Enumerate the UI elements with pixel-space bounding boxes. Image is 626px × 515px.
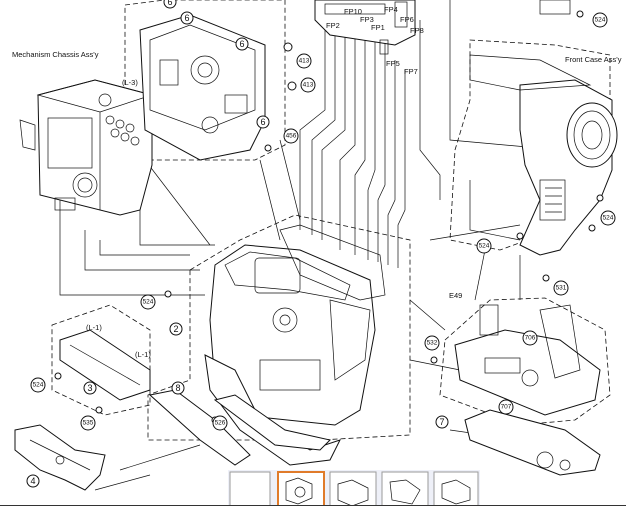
callout-3: 3 <box>83 381 97 395</box>
callout-413b: 413 <box>300 77 316 93</box>
svg-text:3: 3 <box>87 383 92 393</box>
page-footer-border <box>0 505 626 511</box>
front-case-label: Front Case Ass'y <box>565 55 622 64</box>
callout-532: 532 <box>424 335 440 351</box>
bottom-bracket <box>14 424 106 491</box>
fp1-label: FP1 <box>371 23 385 32</box>
svg-text:456: 456 <box>286 133 297 140</box>
board-e49 <box>454 304 601 476</box>
svg-text:2: 2 <box>173 324 178 334</box>
callout-526: 526 <box>212 415 228 431</box>
svg-text:524: 524 <box>603 215 614 222</box>
svg-text:6: 6 <box>184 13 189 23</box>
callout-7: 7 <box>435 415 449 429</box>
page-thumbnail-strip <box>228 470 480 511</box>
main-body-housing <box>204 224 386 466</box>
callout-524d: 524 <box>140 294 156 310</box>
dash-box-main-body <box>147 214 411 441</box>
callout-6d: 6 <box>256 115 270 129</box>
callout-524c: 524 <box>476 238 492 254</box>
side-plate <box>59 329 151 401</box>
svg-text:524: 524 <box>33 382 44 389</box>
svg-text:6: 6 <box>239 39 244 49</box>
callout-531: 531 <box>553 280 569 296</box>
leader-lines <box>59 0 561 491</box>
svg-text:8: 8 <box>175 383 180 393</box>
callout-6c: 6 <box>235 37 249 51</box>
screws <box>54 10 604 424</box>
svg-text:524: 524 <box>143 299 154 306</box>
callout-524b: 524 <box>600 210 616 226</box>
thumbnail-page-5[interactable] <box>433 471 479 511</box>
svg-text:4: 4 <box>30 476 35 486</box>
fp8-label: FP8 <box>410 26 424 35</box>
svg-text:707: 707 <box>501 404 512 411</box>
svg-text:7: 7 <box>439 417 444 427</box>
fp4-label: FP4 <box>384 5 398 14</box>
flex-board-top <box>314 0 416 55</box>
callout-2: 2 <box>169 322 183 336</box>
thumbnail-page-4[interactable] <box>381 471 429 511</box>
callout-8: 8 <box>171 381 185 395</box>
fp10-label: FP10 <box>344 7 362 16</box>
callout-4: 4 <box>26 474 40 488</box>
fp6-label: FP6 <box>400 15 414 24</box>
svg-text:524: 524 <box>479 243 490 250</box>
e49-label: E49 <box>449 291 462 300</box>
front-case-assembly <box>469 0 618 256</box>
mechanism-chassis-label: Mechanism Chassis Ass'y <box>12 50 99 59</box>
fp7-label: FP7 <box>404 67 418 76</box>
callout-535: 535 <box>80 415 96 431</box>
fp5-label: FP5 <box>386 59 400 68</box>
l3-label: (L-3) <box>122 78 138 87</box>
callout-6b: 6 <box>180 11 194 25</box>
svg-text:6: 6 <box>167 0 172 7</box>
callout-706: 706 <box>522 330 538 346</box>
fp2-label: FP2 <box>326 21 340 30</box>
callout-707: 707 <box>498 399 514 415</box>
svg-text:524: 524 <box>595 17 606 24</box>
svg-text:706: 706 <box>525 335 536 342</box>
svg-text:413: 413 <box>299 58 310 65</box>
fp3-label: FP3 <box>360 15 374 24</box>
mechanism-chassis-assembly <box>19 79 154 216</box>
upper-chassis-bracket <box>139 14 266 161</box>
l1-label-b: (L-1) <box>135 350 151 359</box>
svg-text:413: 413 <box>303 82 314 89</box>
svg-text:532: 532 <box>427 340 438 347</box>
svg-text:526: 526 <box>215 420 226 427</box>
callout-456: 456 <box>283 128 299 144</box>
svg-text:531: 531 <box>556 285 567 292</box>
svg-text:6: 6 <box>260 117 265 127</box>
dash-box-board <box>439 297 611 426</box>
callout-524a: 524 <box>592 12 608 28</box>
callout-6a: 6 <box>163 0 177 9</box>
callout-413a: 413 <box>296 53 312 69</box>
dash-box-side-plate <box>51 304 151 416</box>
callout-524e: 524 <box>30 377 46 393</box>
l1-label-a: (L-1) <box>86 323 102 332</box>
svg-text:535: 535 <box>83 420 94 427</box>
